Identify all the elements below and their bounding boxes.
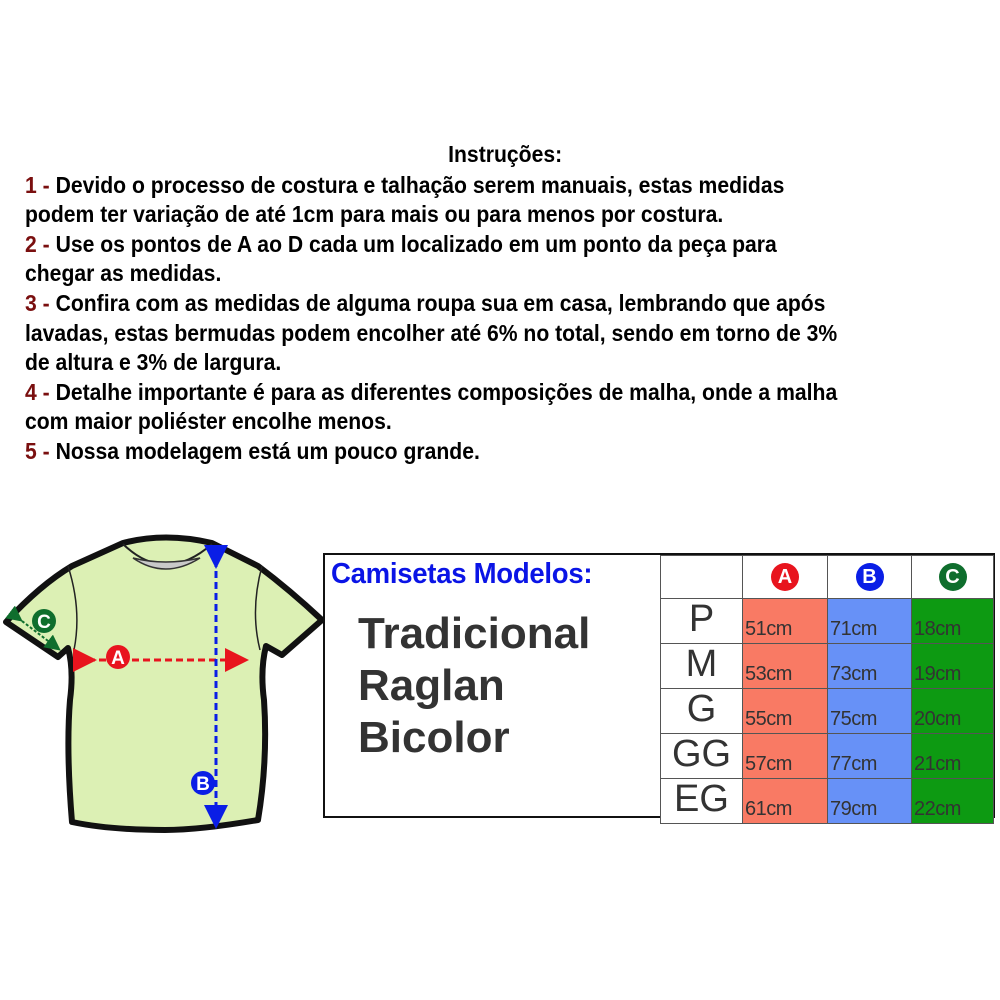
- measure-value: 19cm: [914, 663, 961, 685]
- instruction-number: 2 -: [25, 230, 50, 257]
- model-bicolor: Bicolor: [358, 713, 510, 762]
- measure-value: 53cm: [745, 663, 792, 685]
- instruction-line: chegar as medidas.: [25, 259, 889, 289]
- instruction-text: Confira com as medidas de alguma roupa s…: [49, 289, 826, 316]
- measure-b-cell: 75cm: [827, 688, 912, 734]
- badge-b-icon: B: [855, 563, 884, 591]
- measure-a-cell: 61cm: [742, 778, 828, 824]
- instructions-block: Instruções: 1 - Devido o processo de cos…: [25, 140, 889, 467]
- measure-c-cell: 20cm: [911, 688, 994, 734]
- measure-value: 61cm: [745, 798, 792, 820]
- measure-b-cell: 77cm: [827, 733, 912, 779]
- measure-value: 79cm: [830, 798, 877, 820]
- instruction-text: Devido o processo de costura e talhação …: [49, 171, 785, 198]
- instruction-number: 5 -: [25, 437, 50, 464]
- instruction-line: 4 - Detalhe importante é para as diferen…: [25, 378, 889, 408]
- instruction-text: podem ter variação de até 1cm para mais …: [25, 201, 724, 228]
- measure-b-cell: 79cm: [827, 778, 912, 824]
- instruction-number: 3 -: [25, 289, 50, 316]
- measure-a-cell: 51cm: [742, 598, 828, 644]
- measure-value: 22cm: [914, 798, 961, 820]
- size-label: GG: [660, 733, 743, 779]
- svg-text:C: C: [37, 612, 51, 633]
- svg-text:B: B: [196, 774, 210, 795]
- model-raglan: Raglan: [358, 661, 505, 710]
- measure-c-cell: 22cm: [911, 778, 994, 824]
- size-label: EG: [660, 778, 743, 824]
- instruction-line: 2 - Use os pontos de A ao D cada um loca…: [25, 230, 889, 260]
- header-cell-b: B: [827, 555, 912, 599]
- model-tradicional: Tradicional: [358, 609, 591, 658]
- badge-a-icon: A: [771, 563, 799, 591]
- measure-value: 57cm: [745, 753, 792, 775]
- instruction-line: 3 - Confira com as medidas de alguma rou…: [25, 289, 889, 319]
- badge-c-icon: C: [938, 563, 967, 591]
- size-label: G: [660, 688, 743, 734]
- measure-value: 51cm: [745, 618, 792, 640]
- measure-c-line: [5, 605, 61, 651]
- measure-value: 77cm: [830, 753, 877, 775]
- instruction-line: podem ter variação de até 1cm para mais …: [25, 200, 889, 230]
- measure-c-cell: 21cm: [911, 733, 994, 779]
- instruction-line: com maior poliéster encolhe menos.: [25, 407, 889, 437]
- measure-value: 55cm: [745, 708, 792, 730]
- models-title: Camisetas Modelos:: [331, 558, 593, 590]
- measure-c-cell: 19cm: [911, 643, 994, 689]
- measure-value: 20cm: [914, 708, 961, 730]
- badge-c-icon: C: [32, 609, 56, 633]
- instruction-line: 1 - Devido o processo de costura e talha…: [25, 171, 889, 201]
- instruction-text: de altura e 3% de largura.: [25, 349, 282, 376]
- header-blank-cell: [660, 555, 743, 599]
- instruction-number: 4 -: [25, 378, 50, 405]
- measure-a-cell: 55cm: [742, 688, 828, 734]
- instruction-number: 1 -: [25, 171, 50, 198]
- measure-a-cell: 53cm: [742, 643, 828, 689]
- measure-value: 75cm: [830, 708, 877, 730]
- instructions-list: 1 - Devido o processo de costura e talha…: [25, 171, 889, 467]
- measure-value: 71cm: [830, 618, 877, 640]
- instruction-line: 5 - Nossa modelagem está um pouco grande…: [25, 437, 889, 467]
- tshirt-body: [3, 534, 325, 833]
- instruction-text: lavadas, estas bermudas podem encolher a…: [25, 319, 838, 346]
- instruction-line: de altura e 3% de largura.: [25, 348, 889, 378]
- badge-b-icon: B: [191, 771, 215, 795]
- instruction-text: Nossa modelagem está um pouco grande.: [49, 437, 480, 464]
- size-chart: Camisetas Modelos: Tradicional Raglan Bi…: [323, 553, 995, 824]
- instruction-text: com maior poliéster encolhe menos.: [25, 408, 392, 435]
- measure-value: 21cm: [914, 753, 961, 775]
- measure-c-cell: 18cm: [911, 598, 994, 644]
- models-panel: Camisetas Modelos: Tradicional Raglan Bi…: [325, 555, 660, 816]
- measure-value: 18cm: [914, 618, 961, 640]
- size-label: P: [660, 598, 743, 644]
- instruction-text: Detalhe importante é para as diferentes …: [49, 378, 838, 405]
- header-cell-c: C: [911, 555, 994, 599]
- instruction-text: Use os pontos de A ao D cada um localiza…: [49, 230, 777, 257]
- grid-header-row: A B C: [660, 555, 994, 599]
- badge-a-icon: A: [106, 645, 130, 669]
- instruction-line: lavadas, estas bermudas podem encolher a…: [25, 319, 889, 349]
- instructions-title: Instruções:: [448, 141, 563, 167]
- measure-a-cell: 57cm: [742, 733, 828, 779]
- instruction-text: chegar as medidas.: [25, 260, 222, 287]
- svg-text:A: A: [111, 648, 125, 669]
- size-label: M: [660, 643, 743, 689]
- tshirt-measurement-diagram: A B C: [3, 534, 325, 833]
- header-cell-a: A: [742, 555, 828, 599]
- measure-value: 73cm: [830, 663, 877, 685]
- measure-b-cell: 71cm: [827, 598, 912, 644]
- measure-b-cell: 73cm: [827, 643, 912, 689]
